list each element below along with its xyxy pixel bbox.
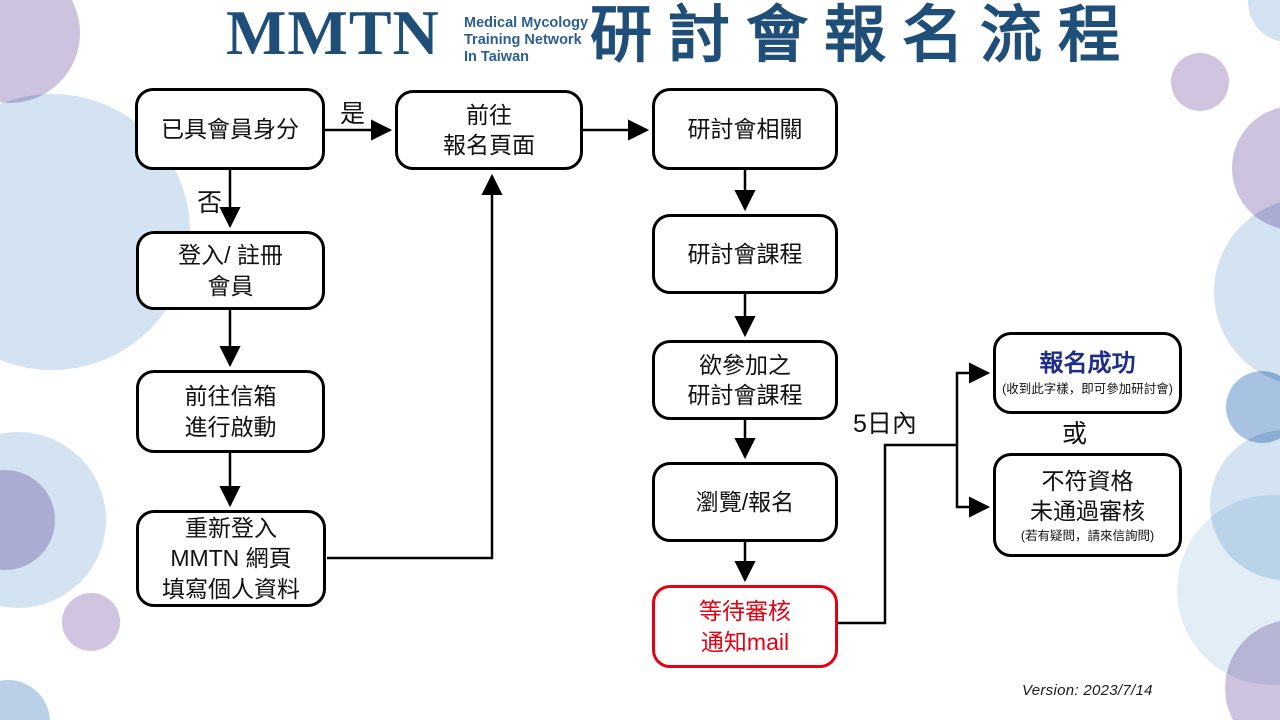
success-title: 報名成功 (1039, 349, 1136, 377)
flow-box-browse-register: 瀏覽/報名 (652, 462, 838, 542)
decorative-circle (62, 593, 120, 651)
flow-box-mailbox-activate: 前往信箱 進行啟動 (136, 370, 325, 453)
flow-box-goto-registration: 前往 報名頁面 (395, 90, 583, 170)
mmtn-logo-tagline: Medical Mycology Training Network In Tai… (464, 15, 588, 66)
logo-tagline-line: Training Network (464, 32, 582, 48)
success-note: (收到此字樣，即可參加研討會) (1002, 381, 1173, 396)
arrow-junction-to-success (955, 362, 991, 445)
fail-note: (若有疑問，請來信詢問) (1020, 529, 1155, 544)
connector-wait-to-junction (838, 443, 957, 625)
flow-box-relogin-fill: 重新登入 MMTN 網頁 填寫個人資料 (136, 510, 326, 607)
logo-tagline-line: Medical Mycology (464, 15, 589, 31)
arrow-junction-to-fail (955, 445, 991, 518)
arrow-relogin-to-goto (327, 173, 503, 560)
label-yes: 是 (340, 100, 366, 128)
flow-box-seminar-related: 研討會相關 (652, 88, 838, 170)
flow-box-wait-review: 等待審核 通知mail (652, 585, 838, 668)
flow-box-login-register: 登入/ 註冊 會員 (136, 231, 325, 310)
label-within-days: 5日內 (853, 410, 917, 438)
mmtn-logo: MMTN (226, 0, 440, 68)
fail-title: 不符資格 未通過審核 (1030, 467, 1145, 524)
flow-box-success: 報名成功 (收到此字樣，即可參加研討會) (993, 332, 1182, 414)
flow-box-course-to-join: 欲參加之 研討會課程 (652, 340, 838, 420)
decorative-circle (1171, 53, 1229, 111)
flow-box-fail: 不符資格 未通過審核 (若有疑問，請來信詢問) (993, 453, 1182, 557)
label-no: 否 (197, 189, 223, 217)
flow-box-member-check: 已具會員身分 (135, 88, 325, 170)
flow-box-seminar-course: 研討會課程 (652, 214, 838, 294)
label-or: 或 (1062, 420, 1088, 448)
logo-tagline-line: In Taiwan (464, 49, 529, 65)
page-title: 研討會報名流程 (590, 1, 1137, 70)
version-text: Version: 2023/7/14 (1022, 682, 1153, 699)
